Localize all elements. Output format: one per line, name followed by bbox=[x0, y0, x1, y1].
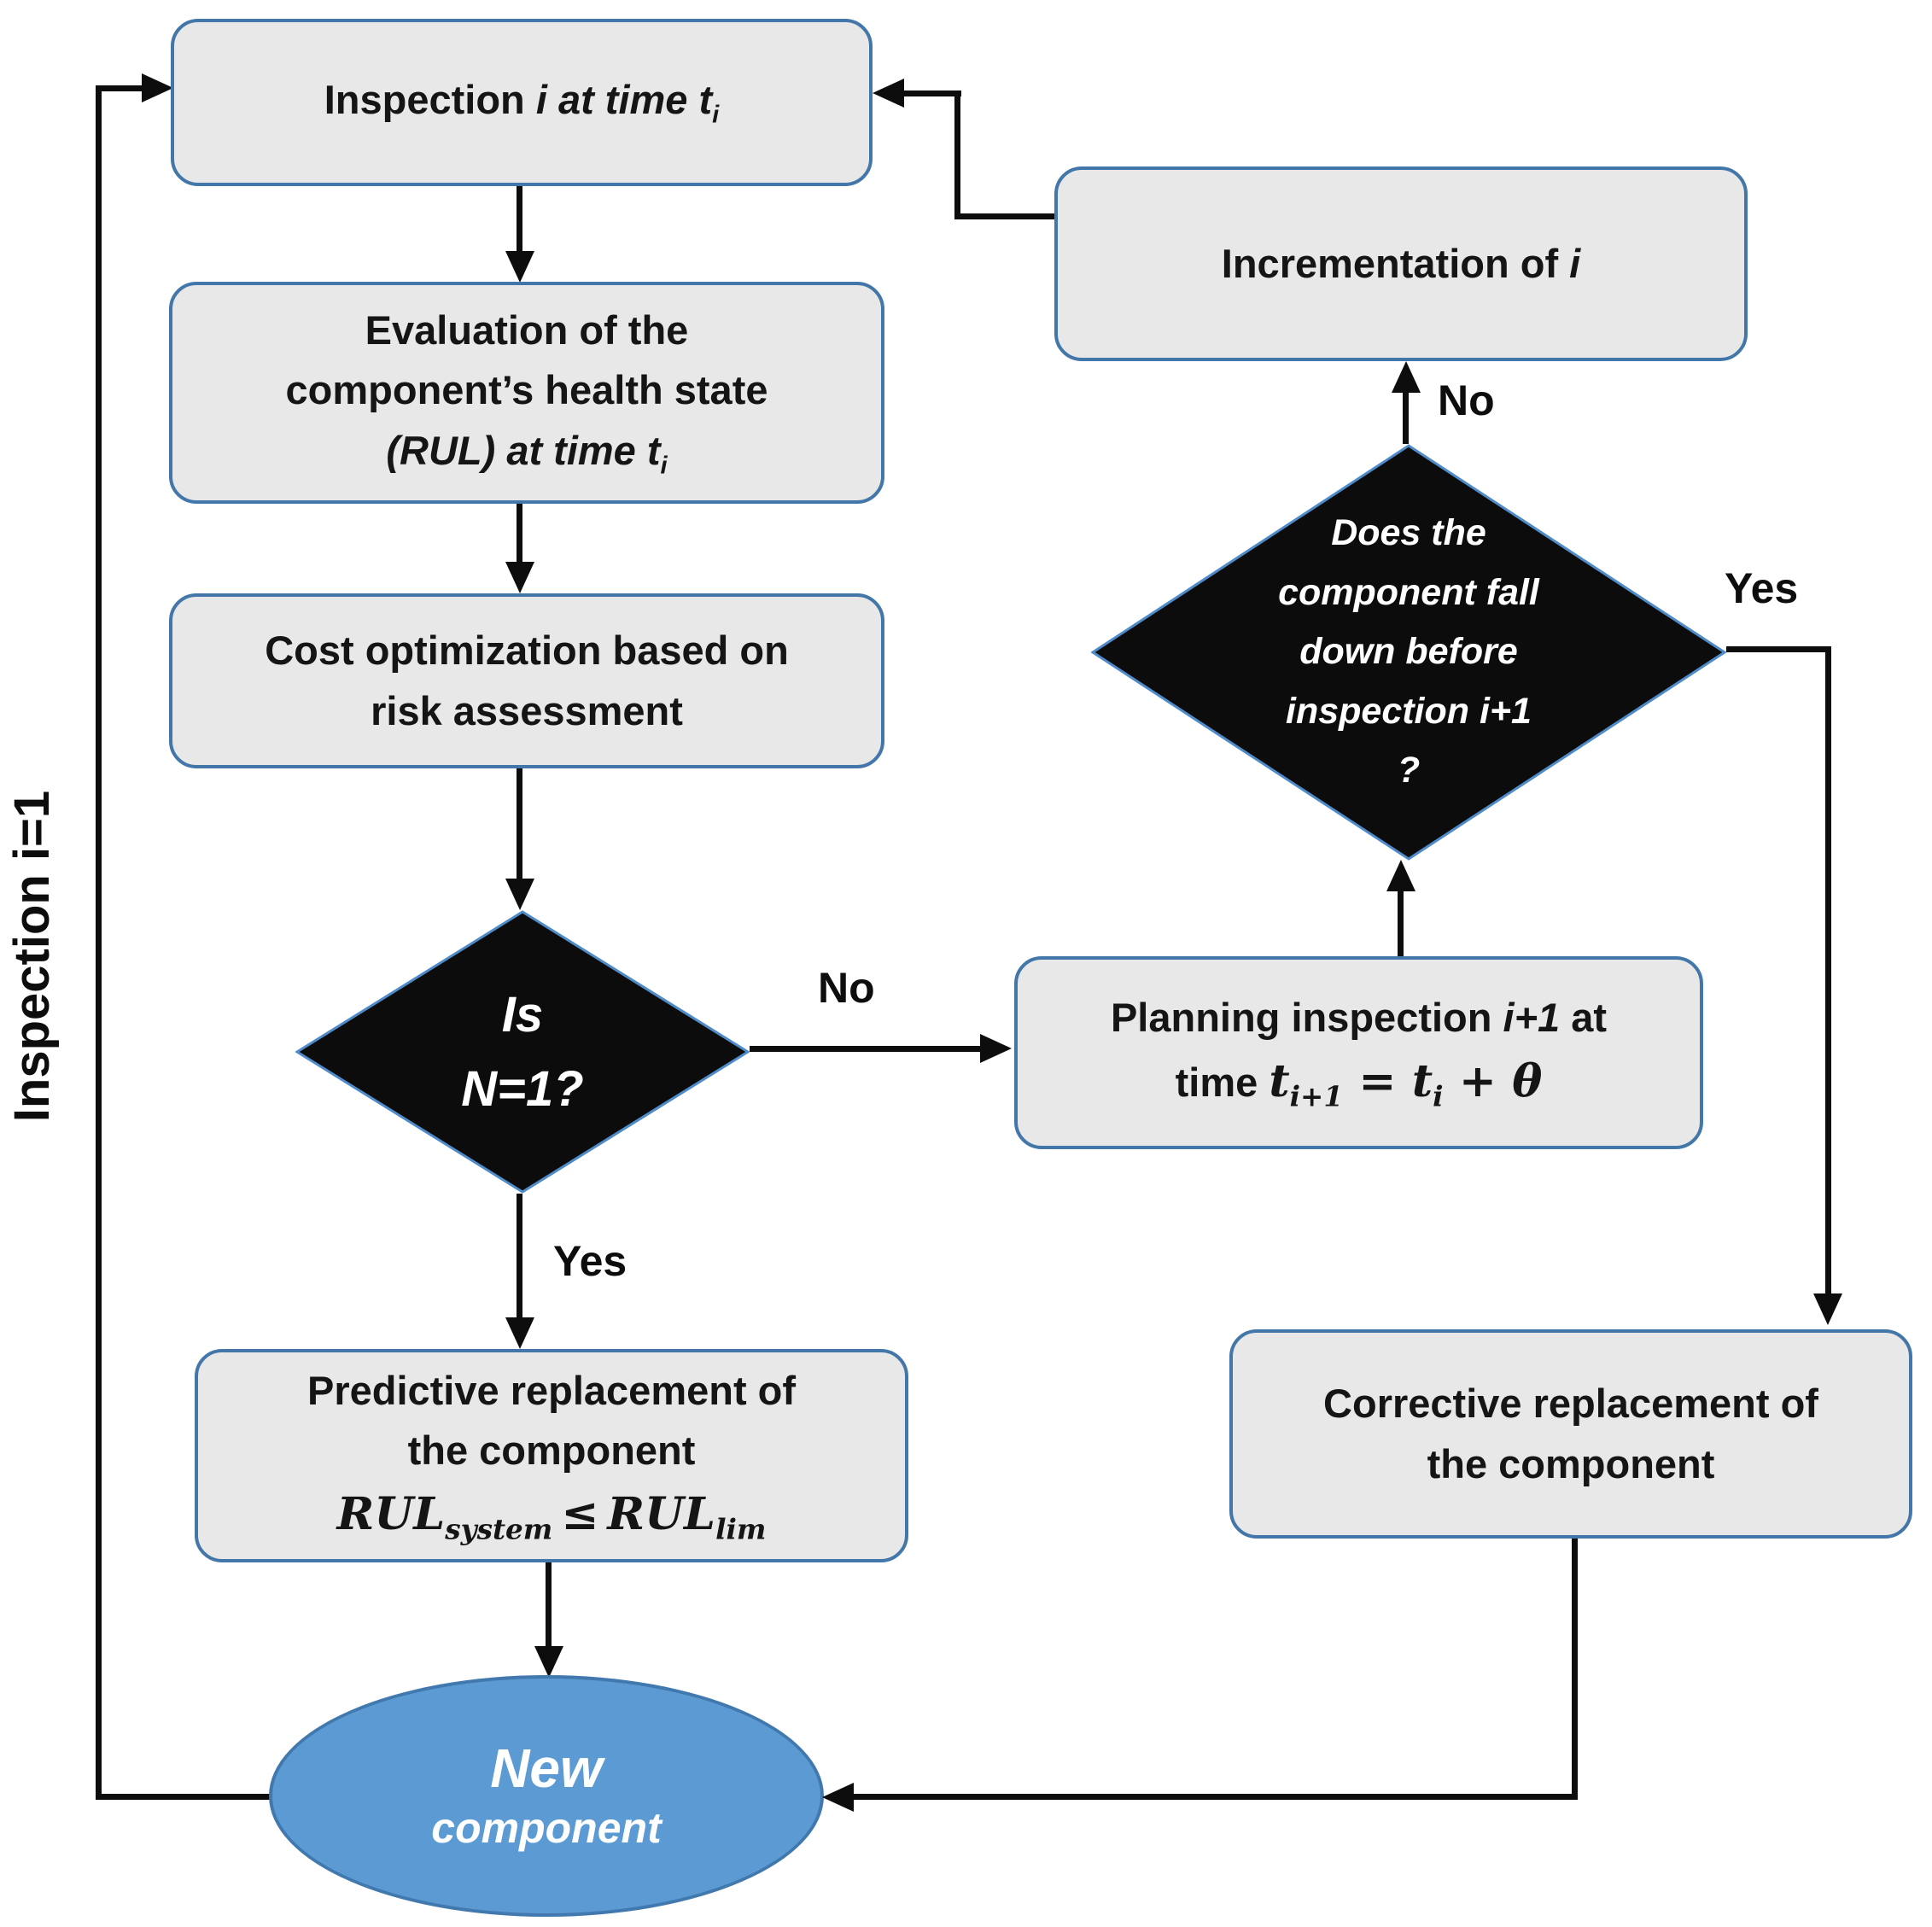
fall-line5: ? bbox=[1397, 750, 1421, 791]
arrowhead-cost-icon bbox=[505, 562, 534, 593]
arrowhead-planning-icon bbox=[980, 1034, 1012, 1063]
no-right-label: No bbox=[1438, 377, 1495, 424]
cost-line2: risk assessment bbox=[371, 687, 683, 733]
fall-diamond-shape bbox=[1091, 444, 1726, 861]
inspection-node: Inspection i at time ti bbox=[171, 19, 873, 186]
edge-corrective-v bbox=[1572, 1539, 1578, 1800]
evaluation-node: Evaluation of the component’s health sta… bbox=[169, 282, 884, 504]
loop-line-bottom bbox=[96, 1794, 271, 1800]
planning-time-word: time bbox=[1175, 1059, 1270, 1105]
edge-inspection-evaluation bbox=[517, 186, 522, 254]
fall-line2: component fall bbox=[1278, 571, 1539, 613]
evaluation-line3: (RUL) at time ti bbox=[386, 421, 667, 485]
n1-diamond-shape bbox=[295, 910, 750, 1194]
n1-line2: N=1? bbox=[461, 1061, 584, 1117]
evaluation-line2: component’s health state bbox=[285, 367, 768, 413]
arrowhead-back-to-inspection-icon bbox=[873, 79, 904, 108]
corrective-line2: the component bbox=[1427, 1440, 1715, 1486]
planning-t2-sub: i bbox=[1433, 1079, 1444, 1113]
inspection-node-label: Inspection i at time ti bbox=[324, 70, 720, 134]
edge-predictive-newcomponent bbox=[546, 1562, 552, 1648]
predictive-line2: the component bbox=[407, 1428, 696, 1474]
planning-text-italic: i+1 bbox=[1503, 995, 1561, 1041]
loop-label: Inspection i=1 bbox=[4, 790, 60, 1123]
edge-fall-corrective-v bbox=[1825, 646, 1831, 1295]
corrective-line1: Corrective replacement of bbox=[1323, 1381, 1818, 1426]
fall-decision-label: Does the component fall down before insp… bbox=[1278, 504, 1539, 801]
new-component-node: New component bbox=[269, 1675, 824, 1917]
incrementation-text-italic: i bbox=[1569, 240, 1581, 286]
incrementation-node: Incrementation of i bbox=[1054, 166, 1748, 361]
arrowhead-n1-icon bbox=[505, 879, 534, 910]
theta-symbol: θ bbox=[1512, 1054, 1543, 1107]
inspection-text: Inspection bbox=[324, 77, 536, 123]
new-component-line2: component bbox=[431, 1804, 662, 1853]
predictive-line1: Predictive replacement of bbox=[306, 1367, 797, 1413]
yes-right-label: Yes bbox=[1725, 564, 1799, 612]
planning-t2: t bbox=[1411, 1054, 1433, 1107]
edge-incrementation-v bbox=[954, 91, 960, 219]
incrementation-label: Incrementation of i bbox=[1222, 234, 1580, 295]
loop-line-top bbox=[96, 85, 147, 91]
planning-text-a: Planning inspection bbox=[1110, 995, 1503, 1041]
edge-planning-fall bbox=[1398, 891, 1404, 956]
predictive-formula: RULsystem≤RULlim bbox=[337, 1481, 767, 1550]
equals-operator: = bbox=[1343, 1054, 1412, 1107]
edge-incrementation-h2 bbox=[900, 91, 961, 96]
arrowhead-into-newcomponent-icon bbox=[822, 1783, 854, 1812]
evaluation-line3-subscript: i bbox=[660, 452, 668, 480]
inspection-text-italic: i at time t bbox=[535, 77, 713, 123]
edge-evaluation-cost bbox=[517, 504, 522, 564]
plus-operator: + bbox=[1443, 1054, 1513, 1107]
edge-n1-planning bbox=[750, 1046, 984, 1052]
arrowhead-newcomponent-icon bbox=[534, 1646, 563, 1678]
evaluation-line1: Evaluation of the bbox=[365, 307, 689, 353]
planning-line1: Planning inspection i+1 at bbox=[1111, 988, 1607, 1048]
n1-line1: Is bbox=[501, 987, 544, 1042]
edge-cost-n1 bbox=[517, 768, 522, 880]
planning-text-c: at bbox=[1560, 995, 1608, 1041]
predictive-rul-lim-sub: lim bbox=[715, 1512, 767, 1546]
n1-decision-label: Is N=1? bbox=[461, 978, 583, 1126]
predictive-rul-lim: RUL bbox=[607, 1487, 716, 1540]
fall-line3: down before bbox=[1299, 631, 1518, 673]
cost-line1: Cost optimization based on bbox=[265, 628, 789, 673]
fall-decision-node: Does the component fall down before insp… bbox=[1091, 444, 1726, 861]
edge-n1-predictive bbox=[517, 1194, 522, 1319]
predictive-rul-system-sub: system bbox=[445, 1512, 553, 1546]
arrowhead-evaluation-icon bbox=[505, 251, 534, 283]
fall-line1: Does the bbox=[1331, 511, 1486, 553]
cost-node: Cost optimization based on risk assessme… bbox=[169, 593, 884, 768]
planning-node: Planning inspection i+1 at time ti+1 = t… bbox=[1014, 956, 1703, 1149]
no-left-label: No bbox=[818, 964, 875, 1012]
yes-left-label: Yes bbox=[553, 1237, 627, 1285]
leq-operator: ≤ bbox=[561, 1487, 599, 1540]
predictive-node: Predictive replacement of the component … bbox=[195, 1349, 908, 1562]
inspection-text-subscript: i bbox=[712, 101, 720, 129]
incrementation-text: Incrementation of bbox=[1221, 240, 1570, 286]
arrowhead-predictive-icon bbox=[505, 1317, 534, 1349]
planning-t1: t bbox=[1269, 1054, 1290, 1107]
arrowhead-corrective-icon bbox=[1813, 1293, 1842, 1325]
corrective-node: Corrective replacement of the component bbox=[1229, 1329, 1912, 1539]
n1-decision-node: Is N=1? bbox=[295, 910, 750, 1194]
planning-t1-sub: i+1 bbox=[1289, 1079, 1344, 1113]
fall-line4: inspection i+1 bbox=[1286, 690, 1532, 732]
planning-math: ti+1 = ti + θ bbox=[1269, 1054, 1543, 1113]
arrowhead-fall-icon bbox=[1386, 860, 1415, 891]
predictive-rul-system: RUL bbox=[336, 1487, 446, 1540]
edge-fall-incrementation bbox=[1403, 391, 1409, 444]
evaluation-line3-italic: (RUL) at time t bbox=[386, 427, 661, 473]
arrowhead-incrementation-icon bbox=[1392, 361, 1421, 393]
new-component-line1: New bbox=[490, 1737, 603, 1799]
arrowhead-into-inspection-icon bbox=[142, 73, 173, 102]
edge-fall-corrective-h bbox=[1726, 646, 1831, 652]
planning-formula: time ti+1 = ti + θ bbox=[1176, 1048, 1543, 1118]
edge-corrective-h bbox=[851, 1794, 1578, 1800]
edge-incrementation-h1 bbox=[954, 213, 1054, 219]
loop-line-vertical bbox=[96, 85, 102, 1800]
